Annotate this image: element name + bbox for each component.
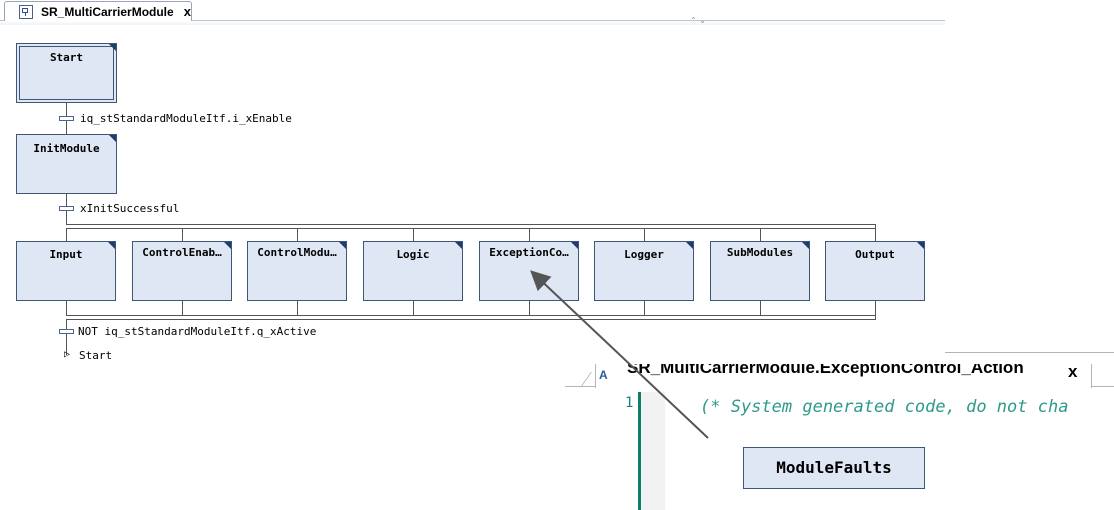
- transition-marker[interactable]: [59, 206, 74, 211]
- branch-connector: [760, 300, 761, 315]
- branch-connector: [413, 228, 414, 241]
- branch-connector: [182, 300, 183, 315]
- parallel-branch-line: [66, 315, 876, 316]
- tab-sr-multicarriermodule[interactable]: SR_MultiCarrierModule x: [4, 1, 192, 21]
- step-controlmodule[interactable]: ControlModu…: [247, 241, 347, 301]
- step-corner-marker: [686, 242, 693, 249]
- transition-marker[interactable]: [59, 329, 74, 334]
- transition-marker[interactable]: [59, 116, 74, 121]
- jump-arrow-icon: ▷: [64, 349, 71, 360]
- branch-connector: [413, 300, 414, 315]
- transition-condition[interactable]: xInitSuccessful: [80, 202, 180, 215]
- branch-connector: [644, 228, 645, 241]
- editor-gutter: [641, 392, 665, 510]
- branch-connector: [529, 300, 530, 315]
- line-number: 1: [625, 395, 634, 411]
- step-corner-marker: [109, 135, 116, 142]
- step-start[interactable]: Start: [16, 43, 117, 103]
- step-corner-marker: [571, 242, 578, 249]
- step-logger[interactable]: Logger: [594, 241, 694, 301]
- step-output[interactable]: Output: [825, 241, 925, 301]
- step-corner-marker: [224, 242, 231, 249]
- branch-connector: [529, 228, 530, 241]
- branch-connector: [297, 228, 298, 241]
- transition-condition[interactable]: NOT iq_stStandardModuleItf.q_xActive: [78, 325, 317, 338]
- parallel-branch-line: [66, 228, 876, 229]
- step-corner-marker: [455, 242, 462, 249]
- branch-connector: [182, 228, 183, 241]
- connector: [66, 319, 67, 355]
- step-exceptioncontrol[interactable]: ExceptionCo…: [479, 241, 579, 301]
- step-corner-marker: [339, 242, 346, 249]
- branch-connector: [760, 228, 761, 241]
- close-icon[interactable]: x: [183, 4, 191, 19]
- editor-change-bar: [638, 392, 641, 510]
- branch-connector: [66, 228, 67, 241]
- action-file-icon: A: [599, 368, 608, 382]
- branch-connector: [644, 300, 645, 315]
- branch-connector: [875, 228, 876, 241]
- chevron-down-icon[interactable]: ⌃ ⌄: [690, 16, 706, 25]
- overlay-tab-top-border: [945, 352, 1114, 353]
- sfc-file-icon: [19, 4, 33, 19]
- tab-bar-divider: [0, 20, 945, 25]
- step-controlenable[interactable]: ControlEnab…: [132, 241, 232, 301]
- modulefaults-block[interactable]: ModuleFaults: [743, 447, 925, 489]
- parallel-branch-line: [66, 319, 876, 320]
- parallel-branch-end: [875, 300, 876, 319]
- step-corner-marker: [917, 242, 924, 249]
- branch-connector: [297, 300, 298, 315]
- code-comment[interactable]: (* System generated code, do not cha: [700, 397, 1069, 417]
- step-submodules[interactable]: SubModules: [710, 241, 810, 301]
- tab-clip-cover: [595, 350, 1114, 364]
- parallel-branch-line: [66, 224, 876, 225]
- tab-label: SR_MultiCarrierModule: [41, 4, 174, 19]
- transition-condition[interactable]: iq_stStandardModuleItf.i_xEnable: [80, 112, 292, 125]
- jump-target[interactable]: Start: [79, 349, 113, 362]
- step-corner-marker: [109, 44, 116, 51]
- step-input[interactable]: Input: [16, 241, 116, 301]
- close-icon[interactable]: x: [1068, 362, 1078, 381]
- step-corner-marker: [108, 242, 115, 249]
- step-initmodule[interactable]: InitModule: [16, 134, 117, 194]
- branch-connector: [66, 300, 67, 315]
- step-logic[interactable]: Logic: [363, 241, 463, 301]
- step-corner-marker: [802, 242, 809, 249]
